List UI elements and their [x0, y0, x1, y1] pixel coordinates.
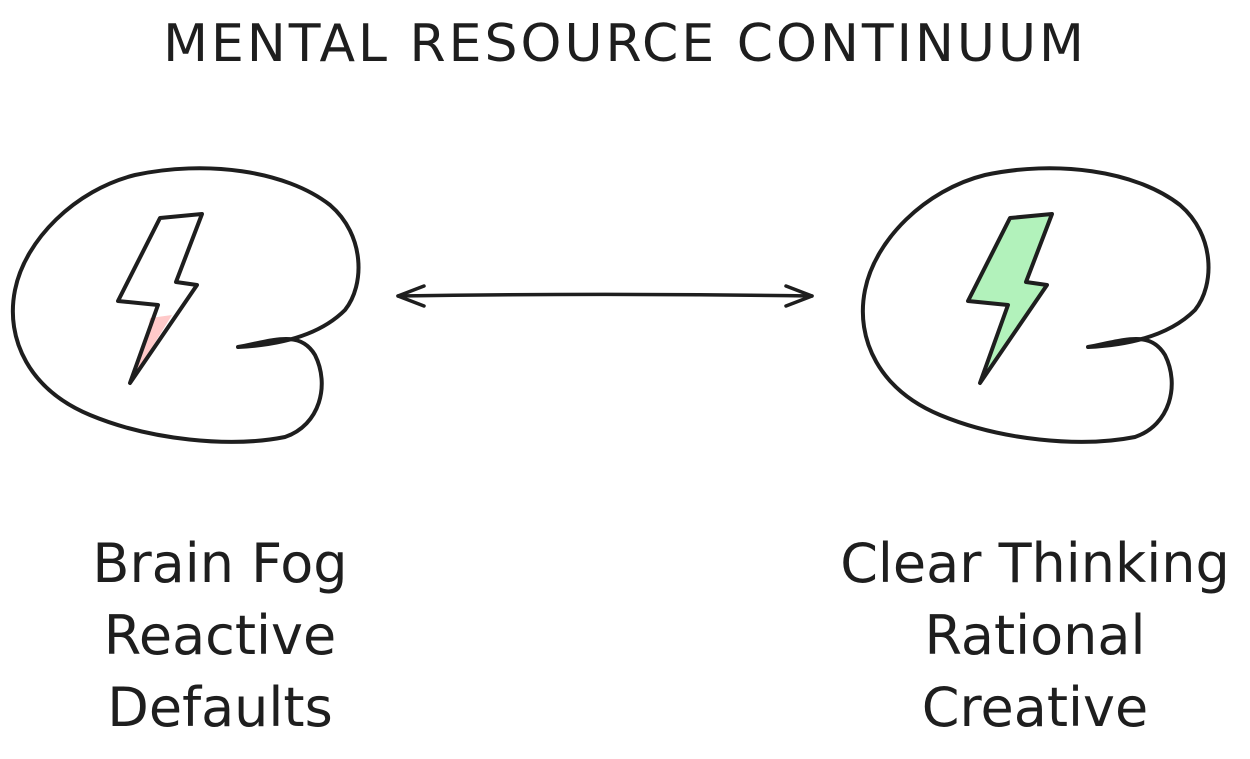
right-label-line-2: Rational [924, 604, 1146, 667]
right-label-line-3: Creative [921, 676, 1149, 739]
left-label-block: Brain Fog Reactive Defaults [40, 528, 400, 744]
right-bolt-fill [968, 214, 1052, 383]
right-label-line-1: Clear Thinking [840, 532, 1230, 595]
double-headed-arrow-icon [396, 284, 814, 308]
left-label-line-1: Brain Fog [92, 532, 348, 595]
right-bolt-icon [966, 212, 1054, 385]
left-bolt-icon [116, 212, 204, 385]
right-head-icon [860, 166, 1211, 444]
left-head-icon [10, 166, 361, 444]
right-label-block: Clear Thinking Rational Creative [820, 528, 1250, 744]
left-label-line-2: Reactive [103, 604, 337, 667]
left-label-line-3: Defaults [107, 676, 333, 739]
left-head-group [10, 166, 361, 444]
diagram-title: MENTAL RESOURCE CONTINUUM [163, 14, 1087, 74]
right-head-group [860, 166, 1211, 444]
